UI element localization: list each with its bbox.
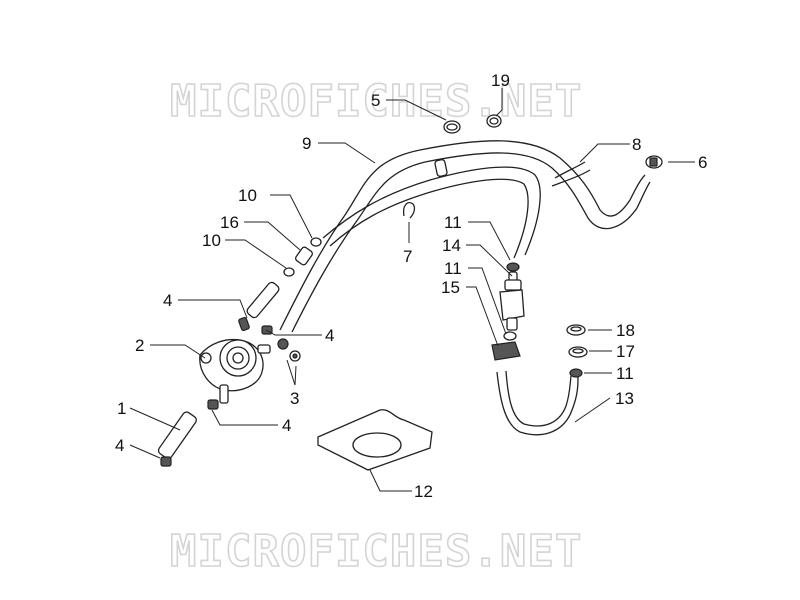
clamp-11-valve-bottom bbox=[503, 331, 517, 341]
vent-hose bbox=[322, 166, 541, 259]
hose-13 bbox=[496, 370, 579, 436]
callout-8: 8 bbox=[632, 135, 641, 154]
leader-lines bbox=[129, 88, 695, 492]
ring-18 bbox=[566, 324, 586, 336]
ring-17 bbox=[568, 346, 588, 358]
callout-16: 16 bbox=[220, 213, 239, 232]
callout-12: 12 bbox=[414, 482, 433, 501]
valve-15 bbox=[499, 279, 525, 331]
hose-1 bbox=[157, 411, 197, 460]
callout-7: 7 bbox=[403, 247, 412, 266]
callout-15: 15 bbox=[441, 278, 460, 297]
clamp-4-tap-bottom bbox=[207, 399, 219, 410]
callout-6: 6 bbox=[698, 153, 707, 172]
watermark-bottom: MICROFICHES.NET bbox=[170, 526, 582, 577]
callout-4-b: 4 bbox=[325, 326, 334, 345]
clamp-6 bbox=[645, 155, 663, 169]
callout-4-d: 4 bbox=[115, 436, 124, 455]
pad-12 bbox=[317, 409, 433, 471]
hose-short bbox=[246, 281, 280, 319]
clip-8 bbox=[551, 161, 591, 187]
fuel-tap-2 bbox=[199, 338, 271, 404]
bracket-15 bbox=[491, 341, 521, 361]
clamp-19 bbox=[486, 114, 502, 128]
callout-14: 14 bbox=[442, 236, 461, 255]
callout-17: 17 bbox=[616, 342, 635, 361]
callout-18: 18 bbox=[616, 321, 635, 340]
clamp-10-upper bbox=[310, 237, 322, 247]
clamp-11-valve-top bbox=[506, 262, 520, 272]
callout-2: 2 bbox=[135, 336, 144, 355]
hose-9 bbox=[279, 140, 651, 333]
callout-4-a: 4 bbox=[163, 291, 172, 310]
callout-10-b: 10 bbox=[202, 231, 221, 250]
clamp-4-hose-end bbox=[160, 456, 172, 467]
callout-11-c: 11 bbox=[616, 364, 634, 383]
clamp-7 bbox=[402, 201, 416, 219]
callout-10-a: 10 bbox=[238, 186, 257, 205]
callout-5: 5 bbox=[371, 91, 380, 110]
callout-11-b: 11 bbox=[444, 259, 462, 278]
callout-1: 1 bbox=[117, 399, 126, 418]
screws-3 bbox=[277, 338, 301, 362]
clamp-10-lower bbox=[283, 267, 295, 277]
callout-3: 3 bbox=[290, 389, 299, 408]
callout-4-c: 4 bbox=[282, 416, 291, 435]
clamp-5 bbox=[443, 120, 461, 134]
clamp-11-right bbox=[569, 368, 583, 378]
callout-19: 19 bbox=[491, 71, 510, 90]
callout-9: 9 bbox=[302, 134, 311, 153]
watermark-top: MICROFICHES.NET bbox=[170, 76, 582, 127]
clamp-4-tap-top bbox=[238, 316, 250, 332]
callout-11-a: 11 bbox=[444, 213, 462, 232]
inline-filter-16 bbox=[295, 246, 313, 266]
callout-13: 13 bbox=[615, 389, 634, 408]
callouts: 1 2 3 4 4 4 4 5 6 7 8 9 10 10 11 11 11 1… bbox=[115, 71, 707, 501]
